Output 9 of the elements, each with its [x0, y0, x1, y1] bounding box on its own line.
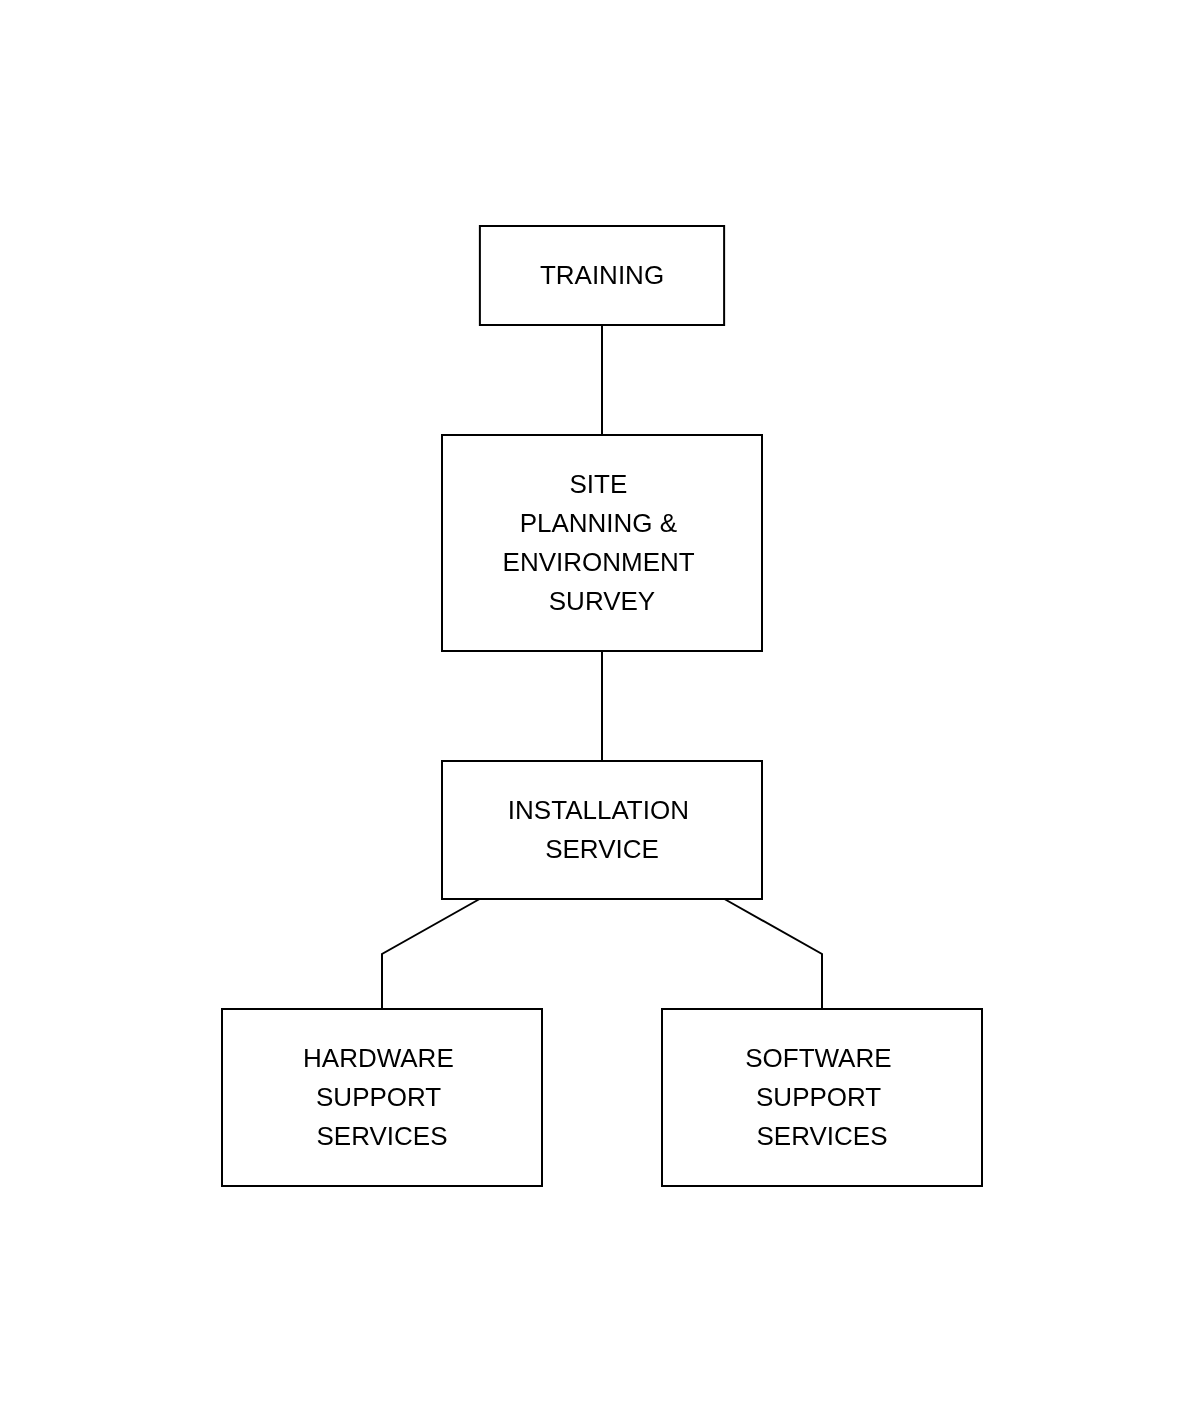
connector	[601, 324, 603, 436]
connector	[381, 898, 481, 1010]
node-box: HARDWARE SUPPORT SERVICES	[221, 1008, 543, 1187]
connector	[601, 650, 603, 762]
node-box: INSTALLATION SERVICE	[441, 760, 763, 900]
node-box: SOFTWARE SUPPORT SERVICES	[661, 1008, 983, 1187]
node-box: SITE PLANNING & ENVIRONMENT SURVEY	[441, 434, 763, 652]
node-box: TRAINING	[478, 225, 726, 326]
connector	[723, 898, 823, 1010]
